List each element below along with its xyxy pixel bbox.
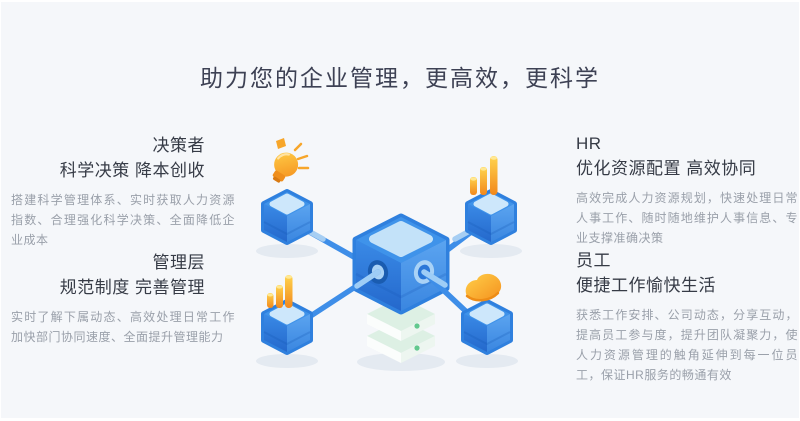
node-cube-top-left	[264, 192, 310, 242]
server-led-icon	[414, 345, 420, 351]
network-illustration	[256, 138, 522, 371]
decision-maker-description: 搭建科学管理体系、实时获取人力资源指数、合理强化科学决策、全面降低企业成本	[11, 193, 235, 247]
employee-headline: 便捷工作愉快生活	[576, 276, 716, 295]
node-cube-bottom-left	[264, 302, 310, 352]
hub-cube	[352, 213, 450, 315]
decision-maker-role: 决策者	[152, 136, 205, 155]
hub-top-panel	[369, 221, 433, 257]
bar-chart-icon-top-right	[470, 156, 498, 195]
like-blob-icon	[465, 273, 502, 302]
idea-bulb-icon	[272, 138, 310, 183]
server-led-icon	[414, 323, 420, 329]
bar-chart-icon-bottom-left	[267, 275, 293, 308]
hr-section: HR 优化资源配置 高效协同 高效完成人力资源规划，快速处理日常人事工作、随时随…	[576, 131, 798, 248]
node-cube-bottom-right	[464, 302, 510, 352]
management-role: 管理层	[152, 253, 205, 272]
employee-section: 员工 便捷工作愉快生活 获悉工作安排、公司动态，分享互动，提高员工参与度，提升团…	[576, 248, 798, 385]
employee-role: 员工	[576, 251, 611, 270]
management-description: 实时了解下属动态、高效处理日常工作加快部门协同速度、全面提升管理能力	[11, 310, 235, 344]
shadows	[256, 244, 522, 371]
hr-headline: 优化资源配置 高效协同	[576, 159, 757, 178]
decision-maker-headline: 科学决策 降本创收	[59, 161, 205, 180]
employee-description: 获悉工作安排、公司动态，分享互动，提高员工参与度，提升团队凝聚力，使人力资源管理…	[576, 308, 798, 382]
decision-maker-section: 决策者 科学决策 降本创收 搭建科学管理体系、实时获取人力资源指数、合理强化科学…	[11, 133, 235, 250]
management-headline: 规范制度 完善管理	[59, 278, 205, 297]
node-cube-top-right	[468, 192, 514, 242]
page-title: 助力您的企业管理，更高效，更科学	[200, 65, 600, 92]
hr-role: HR	[576, 134, 602, 153]
management-section: 管理层 规范制度 完善管理 实时了解下属动态、高效处理日常工作加快部门协同速度、…	[11, 250, 235, 347]
hr-description: 高效完成人力资源规划，快速处理日常人事工作、随时随地维护人事信息、专业支撑准确决…	[576, 191, 798, 245]
